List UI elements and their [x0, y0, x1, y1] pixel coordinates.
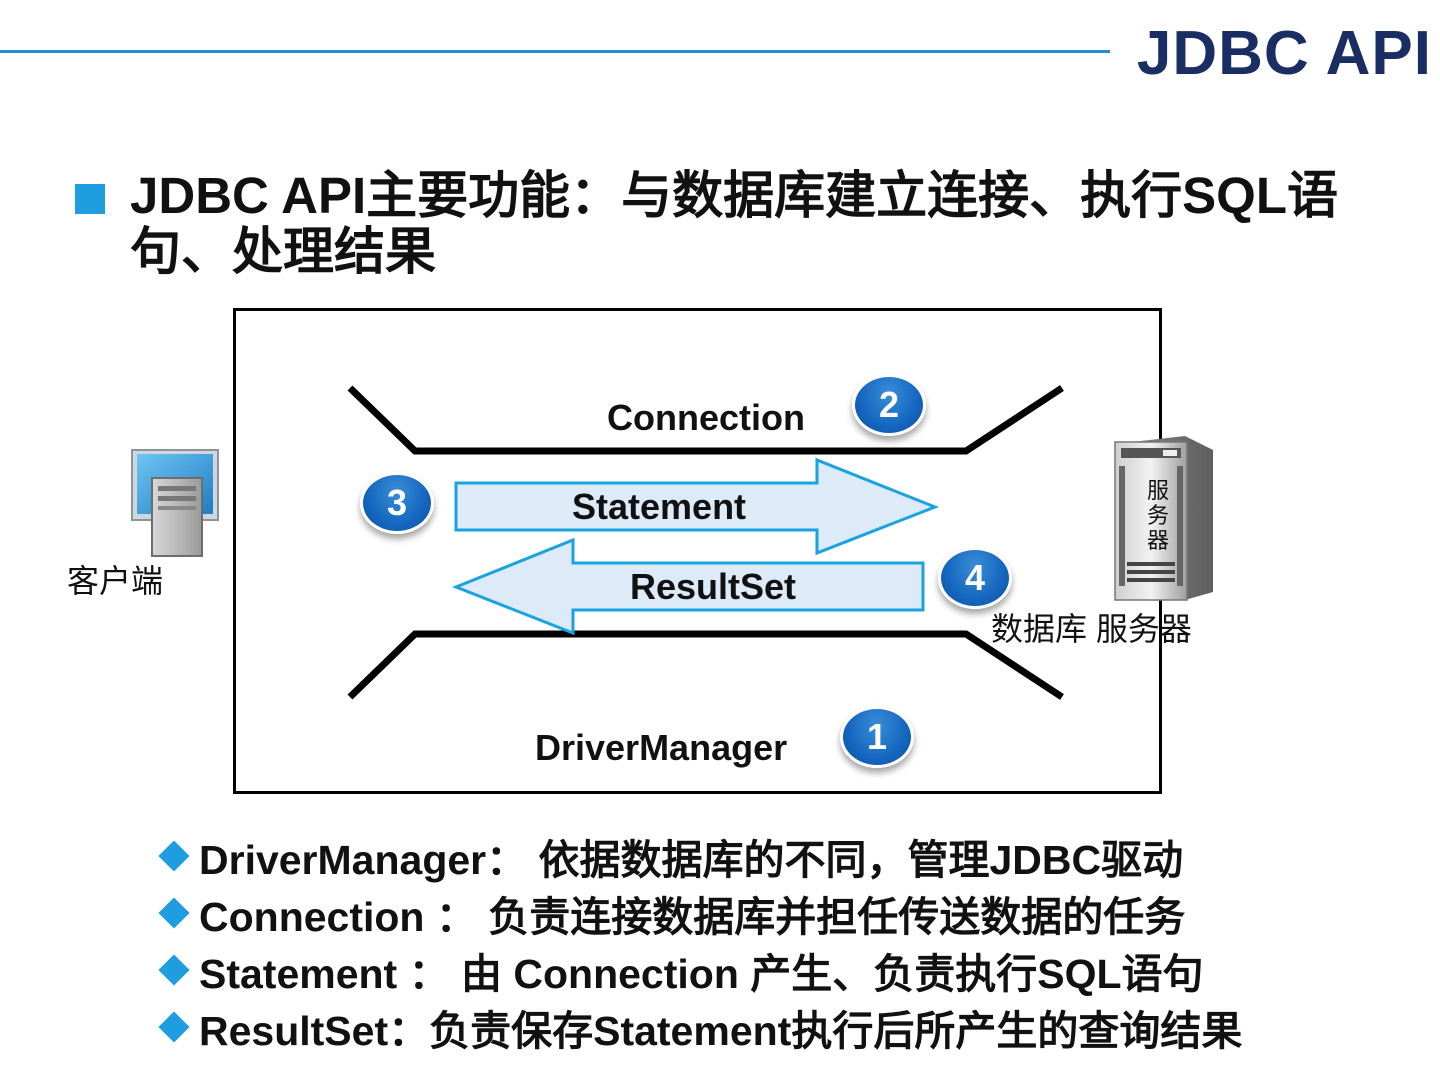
definition-text: Connection ： 负责连接数据库并担任传送数据的任务: [199, 894, 1186, 940]
badge-drivermanager: 1: [840, 706, 914, 768]
connection-channel-top: [347, 385, 1064, 455]
header-rule: [0, 50, 1110, 53]
definition-text: DriverManager： 依据数据库的不同，管理JDBC驱动: [199, 837, 1184, 883]
badge-resultset: 4: [938, 547, 1012, 609]
desktop-computer-icon: [131, 449, 219, 557]
server-box-label: 服务器: [1146, 478, 1169, 553]
main-bullet-square: [75, 184, 105, 214]
client-caption: 客户端: [67, 563, 164, 599]
diamond-bullet-icon: [158, 954, 190, 986]
drivermanager-label: DriverManager: [535, 727, 788, 768]
badge-statement: 3: [360, 472, 434, 534]
definition-text: ResultSet：负责保存Statement执行后所产生的查询结果: [199, 1008, 1243, 1054]
definition-item-connection: Connection ： 负责连接数据库并担任传送数据的任务: [157, 887, 1185, 940]
definition-item-drivermanager: DriverManager： 依据数据库的不同，管理JDBC驱动: [157, 830, 1183, 883]
diamond-bullet-icon: [158, 1011, 190, 1043]
server-tower-icon: [1114, 436, 1213, 601]
statement-arrow: [454, 457, 940, 556]
statement-label: Statement: [572, 486, 747, 527]
slide-title: JDBC API: [1136, 19, 1432, 88]
resultset-arrow: [451, 537, 925, 636]
main-point-text: JDBC API主要功能：与数据库建立连接、执行SQL语句、处理结果: [130, 167, 1338, 280]
server-caption: 数据库 服务器: [991, 611, 1192, 647]
definition-item-resultset: ResultSet：负责保存Statement执行后所产生的查询结果: [157, 1001, 1242, 1054]
badge-connection: 2: [852, 374, 926, 436]
resultset-label: ResultSet: [630, 566, 797, 607]
diamond-bullet-icon: [158, 897, 190, 929]
connection-channel-bottom: [347, 630, 1064, 700]
definition-item-statement: Statement ： 由 Connection 产生、负责执行SQL语句: [157, 944, 1204, 997]
connection-label: Connection: [607, 397, 805, 438]
definition-text: Statement ： 由 Connection 产生、负责执行SQL语句: [199, 951, 1204, 997]
diamond-bullet-icon: [158, 840, 190, 872]
diagram-frame: [233, 308, 1162, 794]
